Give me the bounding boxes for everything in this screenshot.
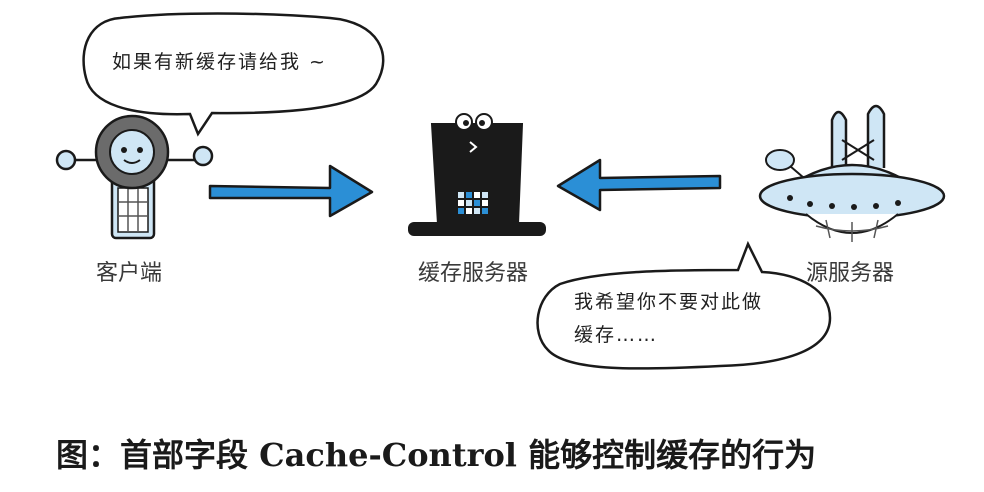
cache-server-label: 缓存服务器: [418, 261, 529, 286]
cache-grid: [458, 192, 488, 214]
origin-server-label: 源服务器: [806, 261, 895, 286]
response-arrow: [556, 158, 722, 212]
client-speech-bubble: [82, 12, 385, 137]
origin-speech-bubble: [536, 240, 832, 370]
cache-server-icon: [408, 113, 546, 236]
client-robot-icon: [55, 114, 214, 240]
client-speech-text: 如果有新缓存请给我 ~: [112, 51, 327, 73]
origin-speech-text-line2: 缓存……: [574, 324, 659, 346]
request-arrow: [208, 164, 374, 218]
origin-speech-text-line1: 我希望你不要对此做: [574, 291, 764, 313]
client-label: 客户端: [96, 261, 163, 286]
figure-caption: 图：首部字段 Cache-Control 能够控制缓存的行为: [56, 436, 817, 474]
origin-server-icon: [758, 104, 946, 242]
